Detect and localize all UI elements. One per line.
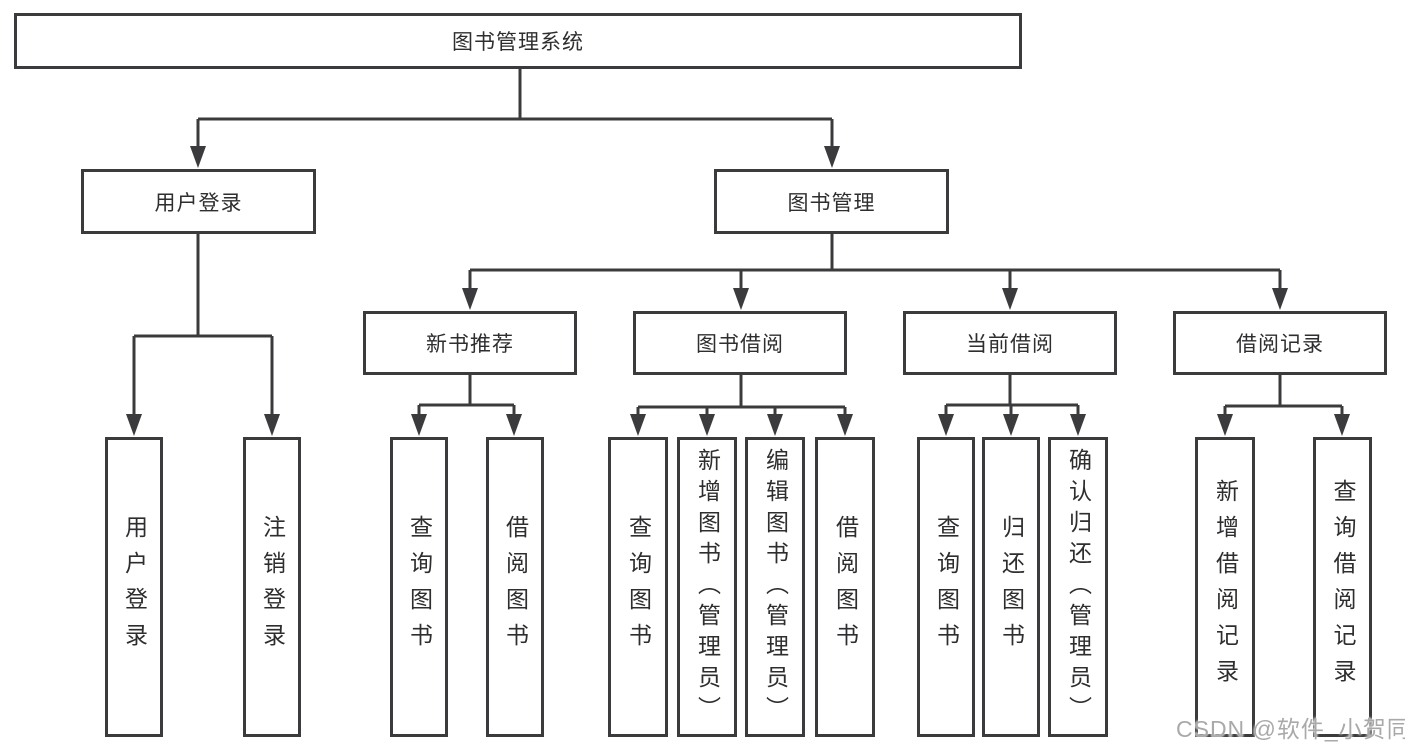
node-label: 图书借阅	[696, 333, 784, 356]
node-label: 查询图书	[625, 515, 652, 659]
node-user-login: 用户登录	[81, 169, 316, 234]
node-new-book-recommend: 新书推荐	[363, 311, 577, 375]
node-label: 借阅图书	[832, 515, 859, 659]
node-label: 查询图书	[933, 515, 960, 659]
node-label: 归还图书	[998, 515, 1025, 659]
node-label: 查询图书	[406, 515, 433, 659]
node-label: 图书管理系统	[452, 31, 584, 54]
leaf-logout: 注销登录	[243, 437, 301, 737]
node-label: 查询借阅记录	[1330, 479, 1356, 695]
leaf-edit-book-admin: 编辑图书（管理员）	[745, 437, 805, 737]
node-label: 用户登录	[121, 515, 148, 659]
node-label: 借阅记录	[1236, 333, 1324, 356]
node-label: 新增借阅记录	[1212, 479, 1239, 695]
csdn-watermark: CSDN @软件_小贺同学	[1176, 716, 1405, 742]
leaf-query-books-borrow: 查询图书	[608, 437, 668, 737]
leaf-add-book-admin: 新增图书（管理员）	[677, 437, 737, 737]
node-book-management: 图书管理	[714, 169, 949, 234]
leaf-return-books: 归还图书	[982, 437, 1040, 737]
node-borrow-records: 借阅记录	[1173, 311, 1387, 375]
node-label: 新增图书（管理员）	[694, 447, 721, 727]
leaf-confirm-return-admin: 确认归还（管理员）	[1048, 437, 1108, 737]
leaf-borrow-books-recommend: 借阅图书	[486, 437, 544, 737]
node-label: 图书管理	[787, 191, 876, 215]
leaf-borrow-books: 借阅图书	[815, 437, 875, 737]
node-book-borrow: 图书借阅	[633, 311, 847, 375]
node-label: 确认归还（管理员）	[1065, 447, 1092, 727]
leaf-user-login: 用户登录	[105, 437, 163, 737]
node-label: 用户登录	[154, 191, 243, 215]
leaf-add-borrow-record: 新增借阅记录	[1195, 437, 1255, 737]
node-label: 新书推荐	[426, 333, 514, 356]
node-library-management-system: 图书管理系统	[14, 13, 1022, 69]
node-label: 注销登录	[259, 515, 286, 659]
leaf-query-books-recommend: 查询图书	[390, 437, 448, 737]
node-label: 当前借阅	[966, 333, 1054, 356]
leaf-query-borrow-record: 查询借阅记录	[1313, 437, 1372, 737]
node-current-borrow: 当前借阅	[903, 311, 1117, 375]
node-label: 编辑图书（管理员）	[762, 447, 789, 727]
node-label: 借阅图书	[502, 515, 529, 659]
leaf-query-books-current: 查询图书	[917, 437, 975, 737]
